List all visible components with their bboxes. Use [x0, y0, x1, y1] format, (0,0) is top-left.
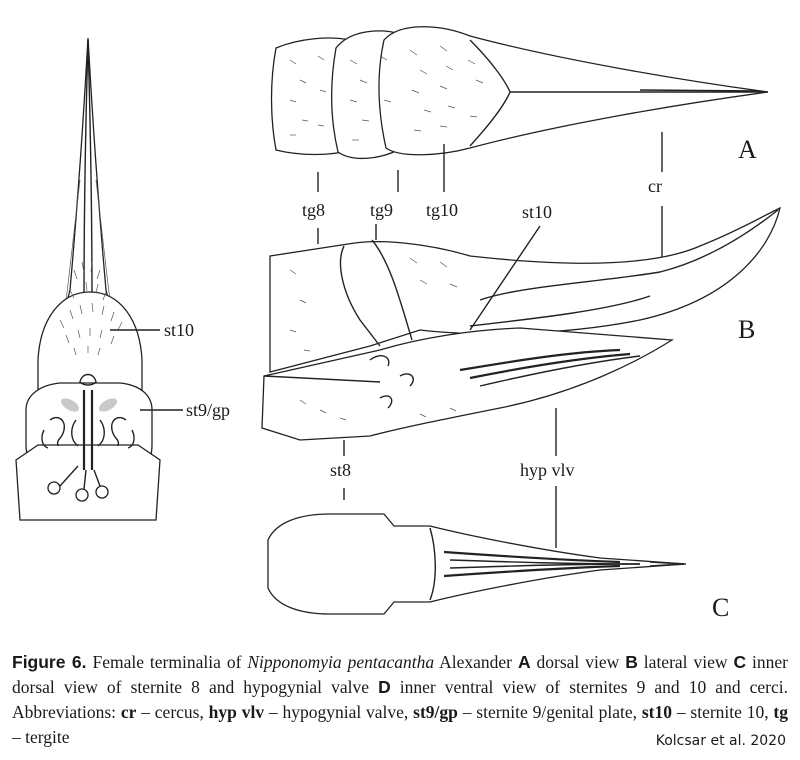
caption-abbrev: hyp vlv — [208, 702, 265, 722]
caption-text: dorsal view — [530, 652, 626, 672]
figure-caption: Figure 6. Female terminalia of Nipponomy… — [12, 650, 788, 750]
panel-label-c: C — [712, 593, 729, 622]
image-credit: Kolcsar et al. 2020 — [655, 733, 786, 749]
panel-b-drawing — [261, 206, 781, 548]
caption-text: lateral view — [637, 652, 734, 672]
caption-text: – sternite 9/genital plate, — [457, 702, 642, 722]
label-hyp-vlv: hyp vlv — [520, 460, 575, 480]
panel-a-drawing — [270, 26, 769, 268]
panel-d-drawing — [15, 37, 183, 521]
caption-abbrev: cr — [120, 702, 137, 722]
panel-label-b: B — [738, 315, 755, 344]
label-st10-ventral: st10 — [164, 320, 194, 340]
panel-label-a: A — [738, 135, 757, 164]
caption-panel-ref: B — [625, 652, 638, 672]
caption-text: Female terminalia of — [86, 652, 248, 672]
caption-text: – sternite 10, — [672, 702, 774, 722]
caption-text: inner dorsal view of sternite 8 and hypo… — [12, 652, 789, 697]
caption-abbrev: st9/gp — [413, 702, 458, 722]
caption-text: Alexander — [434, 652, 518, 672]
caption-text: – hypogynial valve, — [264, 702, 414, 722]
panel-c-drawing — [267, 513, 687, 615]
caption-panel-ref: A — [517, 652, 531, 672]
caption-text: inner ventral view of sternites 9 and 10… — [12, 677, 789, 722]
figure-illustration: A B C tg8 tg9 tg10 st10 cr st8 hyp vlv s… — [15, 26, 781, 622]
caption-text: – cercus, — [136, 702, 209, 722]
label-tg10: tg10 — [426, 200, 458, 220]
label-cr: cr — [648, 176, 662, 196]
label-st9-gp: st9/gp — [186, 400, 230, 420]
label-st8: st8 — [330, 460, 351, 480]
caption-panel-ref: C — [733, 652, 747, 672]
caption-lead: Figure 6. — [12, 652, 87, 672]
caption-text: – tergite — [12, 727, 70, 747]
label-tg8: tg8 — [302, 200, 325, 220]
label-tg9: tg9 — [370, 200, 393, 220]
caption-abbrev: st10 — [641, 702, 672, 722]
caption-panel-ref: D — [378, 677, 391, 697]
caption-abbrev: tg — [773, 702, 788, 722]
label-st10-lateral: st10 — [522, 202, 552, 222]
caption-species: Nipponomyia pentacantha — [247, 652, 435, 672]
